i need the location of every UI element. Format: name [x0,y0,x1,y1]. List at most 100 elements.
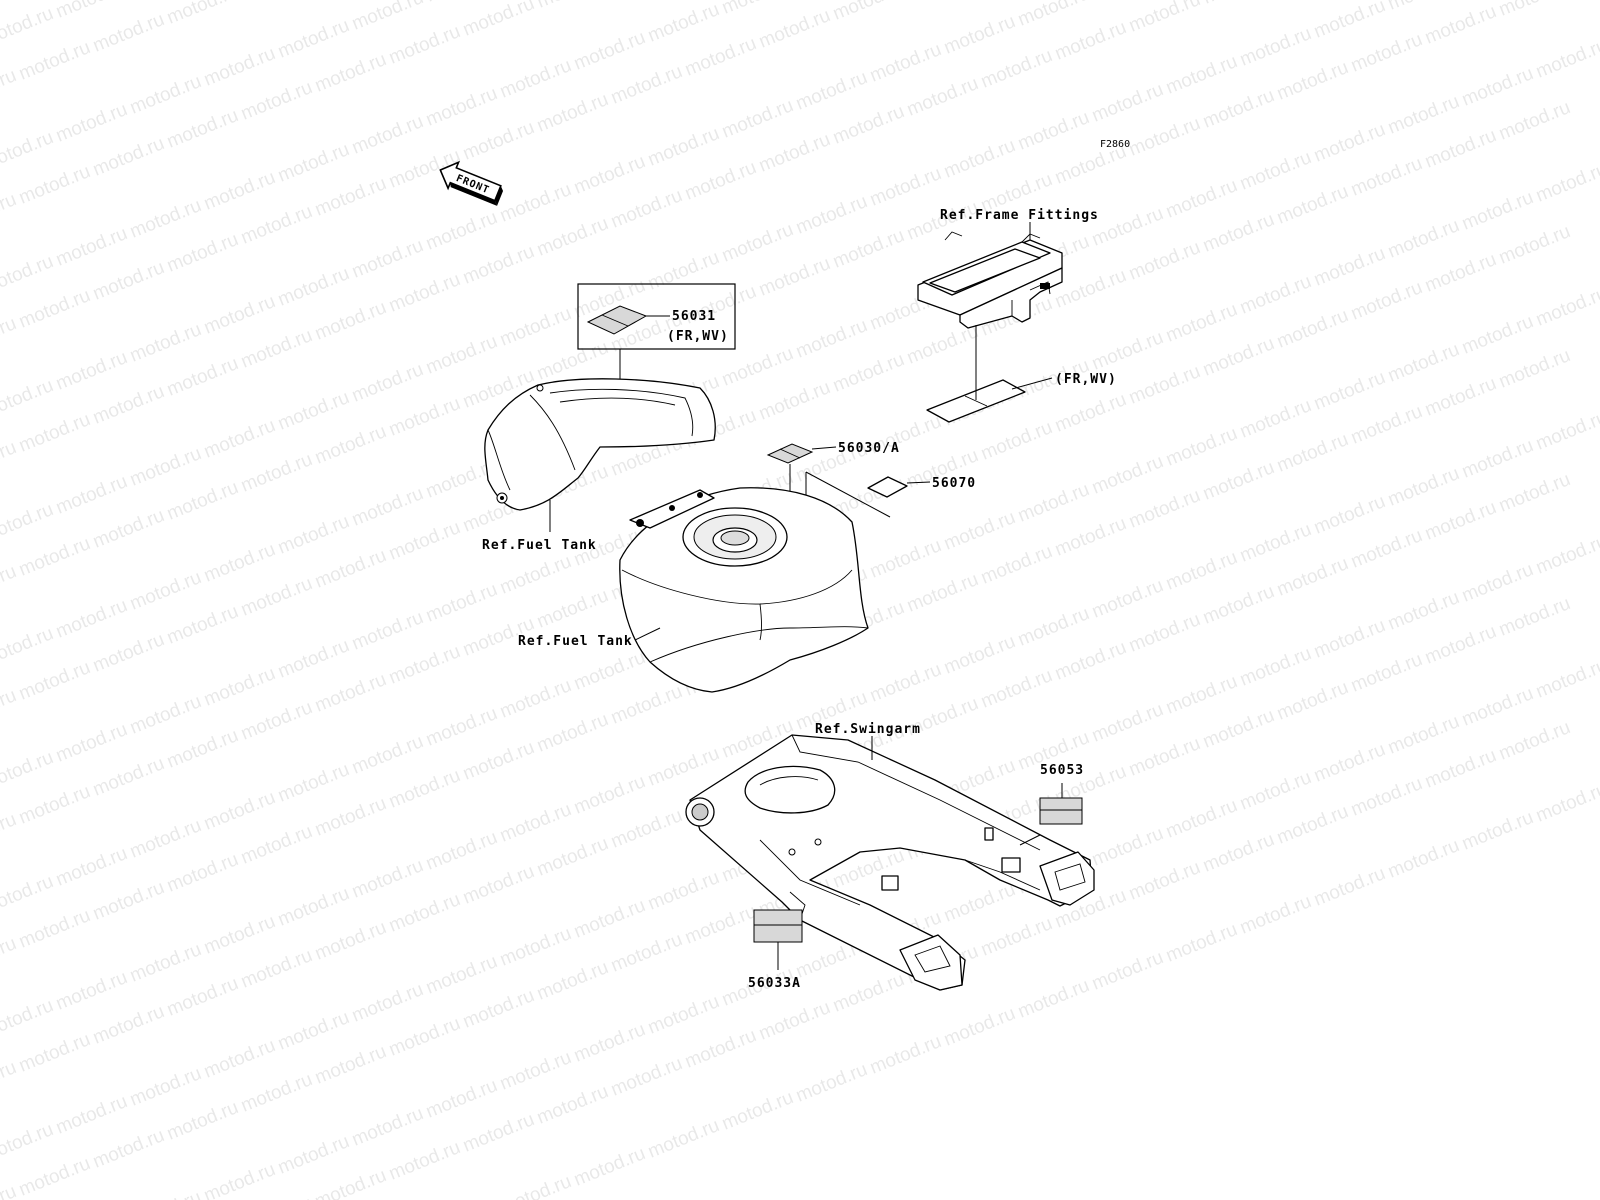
watermark-text: motod.ru [201,663,278,711]
watermark-text: motod.ru [1200,85,1277,133]
watermark-text: motod.ru [793,1059,870,1107]
watermark-text: motod.ru [1015,603,1092,651]
watermark-text: motod.ru [719,219,796,267]
watermark-text: motod.ru [0,995,56,1043]
watermark-text: motod.ru [349,979,426,1027]
watermark-text: motod.ru [16,657,93,705]
watermark-text: motod.ru [349,111,426,159]
watermark-text: motod.ru [1274,57,1351,105]
watermark-text: motod.ru [1126,485,1203,533]
watermark-text: motod.ru [941,135,1018,183]
watermark-text: motod.ru [386,765,463,813]
watermark-text: motod.ru [1163,423,1240,471]
watermark-text: motod.ru [867,1031,944,1079]
watermark-text: motod.ru [386,269,463,317]
watermark-text: motod.ru [349,731,426,779]
watermark-text: motod.ru [16,161,93,209]
label-swingarm: Ref.Swingarm [815,722,921,737]
watermark-text: motod.ru [1496,97,1573,145]
watermark-text: motod.ru [1200,209,1277,257]
label-sticker-56070 [867,476,908,498]
watermark-text: motod.ru [904,73,981,121]
watermark-text: motod.ru [460,737,537,785]
watermark-text: motod.ru [127,1063,204,1111]
watermark-text: motod.ru [1422,621,1499,669]
watermark-text: motod.ru [1237,519,1314,567]
watermark-text: motod.ru [1422,125,1499,173]
watermark-text: motod.ru [1200,829,1277,877]
watermark-text: motod.ru [941,1003,1018,1051]
watermark-text: motod.ru [312,173,389,221]
watermark-text: motod.ru [1274,429,1351,477]
watermark-text: motod.ru [53,99,130,147]
watermark-text: motod.ru [0,685,19,733]
watermark-text: motod.ru [1200,705,1277,753]
label-sticker-56053 [1039,797,1083,825]
watermark-text: motod.ru [386,889,463,937]
part-number-56053: 56053 [1040,763,1084,778]
watermark-text: motod.ru [1274,305,1351,353]
diagram-code: F2860 [1100,139,1130,150]
watermark-text: motod.ru [1422,745,1499,793]
watermark-text: motod.ru [941,11,1018,59]
watermark-text: motod.ru [534,1081,611,1129]
watermark-text: motod.ru [1385,339,1462,387]
watermark-text: motod.ru [497,179,574,227]
watermark-text: motod.ru [1200,581,1277,629]
watermark-text: motod.ru [719,0,796,19]
watermark-text: motod.ru [0,313,19,361]
watermark-text: motod.ru [1237,767,1314,815]
watermark-text: motod.ru [1126,857,1203,905]
watermark-text: motod.ru [608,681,685,729]
watermark-text: motod.ru [1200,457,1277,505]
watermark-text: motod.ru [127,443,204,491]
watermark-text: motod.ru [349,483,426,531]
watermark-text: motod.ru [201,43,278,91]
watermark-text: motod.ru [201,1035,278,1083]
watermark-text: motod.ru [756,377,833,425]
watermark-text: motod.ru [1237,147,1314,195]
watermark-text: motod.ru [1089,0,1166,3]
watermark-text: motod.ru [1052,17,1129,65]
watermark-text: motod.ru [312,545,389,593]
watermark-text: motod.ru [1237,23,1314,71]
watermark-text: motod.ru [201,1159,278,1200]
watermark-text: motod.ru [201,167,278,215]
watermark-text: motod.ru [1459,435,1536,483]
watermark-text: motod.ru [497,303,574,351]
watermark-text: motod.ru [238,1069,315,1117]
swingarm-part [685,734,1095,991]
watermark-text: motod.ru [645,247,722,295]
watermark-text: motod.ru [1311,367,1388,415]
callout-box-56031 [577,283,736,350]
watermark-text: motod.ru [1459,311,1536,359]
watermark-text: motod.ru [0,127,56,175]
watermark-text: motod.ru [460,1109,537,1157]
watermark-text: motod.ru [460,241,537,289]
watermark-text: motod.ru [645,1115,722,1163]
watermark-text: motod.ru [1311,615,1388,663]
watermark-text: motod.ru [534,0,611,13]
watermark-text: motod.ru [1311,243,1388,291]
watermark-text: motod.ru [164,229,241,277]
watermark-text: motod.ru [460,861,537,909]
watermark-text: motod.ru [1163,795,1240,843]
watermark-text: motod.ru [423,0,500,7]
watermark-text: motod.ru [1200,333,1277,381]
watermark-text: motod.ru [978,541,1055,589]
watermark-text: motod.ru [497,1171,574,1200]
watermark-text: motod.ru [201,539,278,587]
watermark-text: motod.ru [349,359,426,407]
watermark-text: motod.ru [164,477,241,525]
watermark-text: motod.ru [682,33,759,81]
watermark-text: motod.ru [90,1125,167,1173]
watermark-text: motod.ru [201,415,278,463]
watermark-text: motod.ru [1422,1,1499,49]
watermark-text: motod.ru [423,951,500,999]
watermark-text: motod.ru [1163,547,1240,595]
watermark-text: motod.ru [1496,221,1573,269]
watermark-text: motod.ru [90,381,167,429]
watermark-text: motod.ru [1274,553,1351,601]
watermark-text: motod.ru [386,393,463,441]
watermark-text: motod.ru [238,821,315,869]
